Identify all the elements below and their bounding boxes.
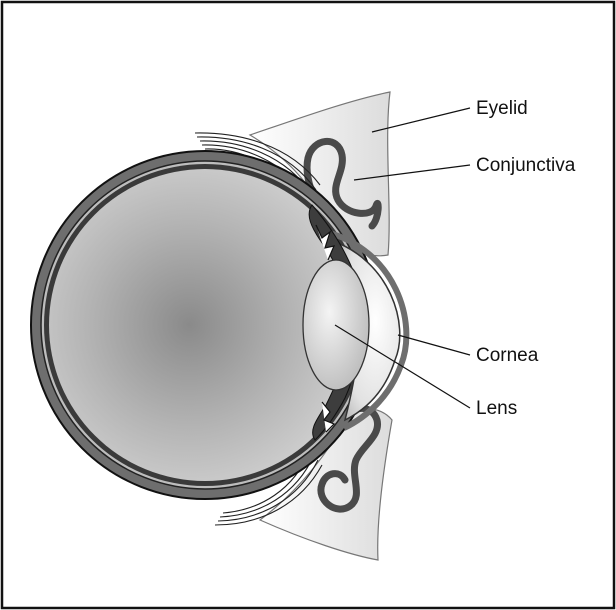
lens-label: Lens: [476, 398, 517, 419]
conjunctiva-label: Conjunctiva: [476, 155, 576, 176]
eyelid-label: Eyelid: [476, 98, 528, 119]
cornea-label: Cornea: [476, 345, 539, 366]
